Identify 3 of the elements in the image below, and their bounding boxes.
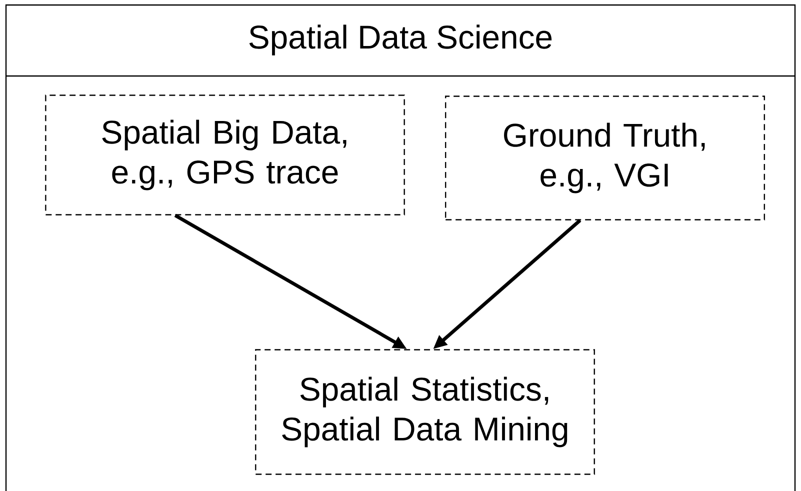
dashed-box: Spatial Big Data, e.g., GPS trace xyxy=(45,94,405,216)
dashed-box: Ground Truth, e.g., VGI xyxy=(445,96,765,220)
dashed-box: Spatial Statistics, Spatial Data Mining xyxy=(255,349,595,475)
